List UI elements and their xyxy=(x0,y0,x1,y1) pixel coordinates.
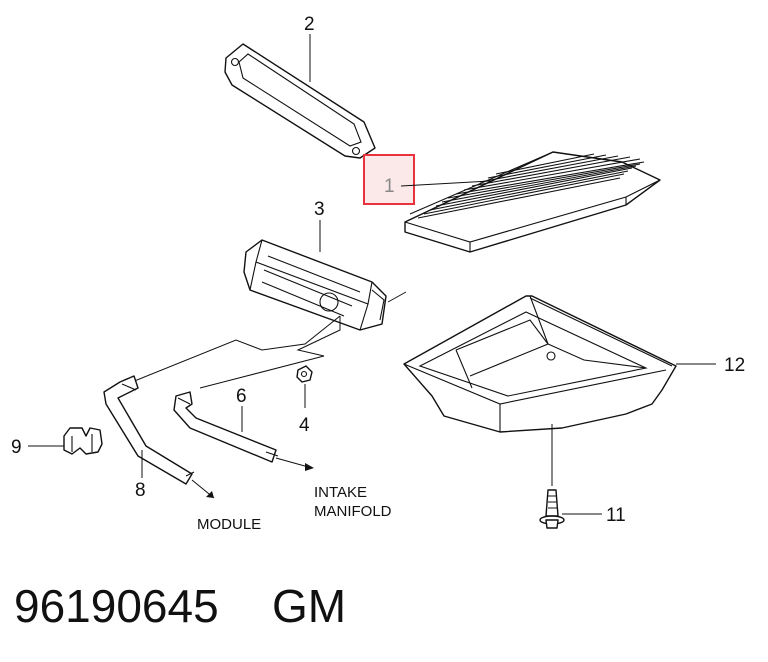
callout-3: 3 xyxy=(314,199,325,220)
note-module: MODULE xyxy=(197,516,261,533)
callout-2: 2 xyxy=(304,14,315,35)
part-11-screw[interactable] xyxy=(539,489,565,529)
wire-harness xyxy=(131,315,341,383)
part-12-tray[interactable] xyxy=(403,295,677,433)
callout-11: 11 xyxy=(606,505,626,526)
callout-8: 8 xyxy=(135,480,146,501)
part-9-clip[interactable] xyxy=(63,427,103,455)
part-8-hose[interactable] xyxy=(103,375,195,485)
brand-name: GM xyxy=(272,580,346,632)
callout-1: 1 xyxy=(384,176,395,197)
callout-6: 6 xyxy=(236,386,247,407)
callout-4: 4 xyxy=(299,415,310,436)
callout-1-highlight-box[interactable] xyxy=(363,154,415,205)
part-4-nut[interactable] xyxy=(296,365,313,383)
note-intake-line1: INTAKE xyxy=(314,484,367,501)
part-1-air-filter[interactable] xyxy=(404,151,661,253)
part-3-housing[interactable] xyxy=(243,239,407,331)
callout-12: 12 xyxy=(724,355,745,376)
part-6-hose[interactable] xyxy=(173,391,279,463)
callout-9: 9 xyxy=(11,437,22,458)
part-2-gasket[interactable] xyxy=(224,43,376,159)
part-number: 96190645 xyxy=(14,580,219,632)
note-intake-line2: MANIFOLD xyxy=(314,503,392,520)
